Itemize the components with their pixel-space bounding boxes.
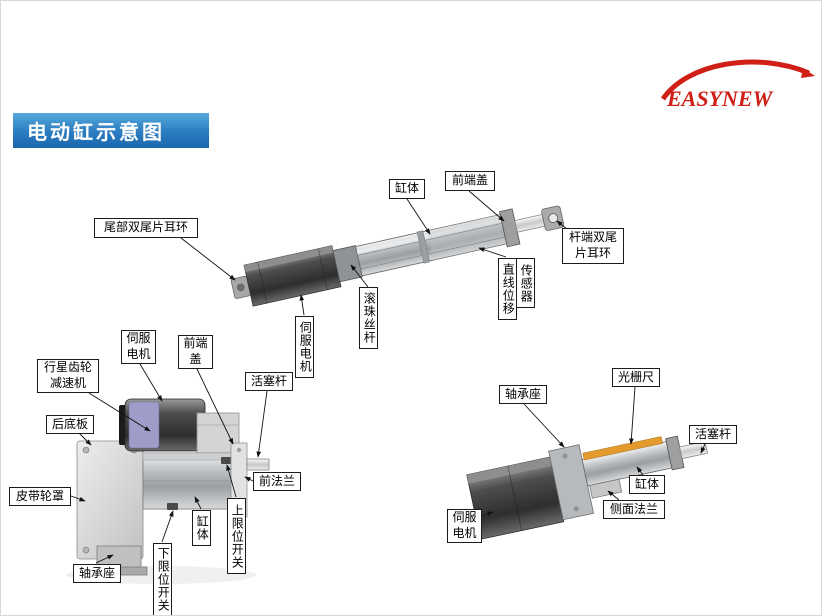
label-ball-screw: 滚珠丝杆: [359, 287, 378, 349]
label-cylinder-body-bottom-left: 缸体: [192, 510, 211, 546]
label-servo-motor-bottom-right: 伺服电机: [447, 509, 482, 543]
label-front-end-cap-top: 前端盖: [445, 171, 495, 191]
label-bearing-seat-bottom-right: 轴承座: [499, 385, 547, 404]
label-sensor: 传感器: [516, 258, 535, 308]
label-side-flange: 侧面法兰: [603, 500, 665, 519]
logo-swoosh-tip: [801, 68, 815, 78]
label-bearing-seat-bottom-left: 轴承座: [73, 564, 121, 583]
label-cylinder-body-top: 缸体: [389, 179, 425, 199]
logo-text: EASYNEW: [666, 86, 774, 111]
label-front-flange: 前法兰: [253, 472, 301, 491]
label-front-end-cap-bottom-left: 前端盖: [178, 335, 213, 369]
label-lower-limit-switch: 下限位开关: [153, 543, 172, 615]
bottom-left-cylinder-figure: [66, 398, 270, 584]
bottom-right-cylinder-figure: [466, 435, 709, 540]
label-rod-end-double-clevis: 杆端双尾片耳环: [562, 228, 624, 264]
label-cylinder-body-bottom-right: 缸体: [629, 475, 665, 494]
logo-swoosh: [660, 59, 810, 101]
label-rear-double-clevis: 尾部双尾片耳环: [94, 218, 198, 238]
label-grating-ruler: 光栅尺: [612, 368, 660, 387]
label-servo-motor-bottom-left: 伺服电机: [121, 330, 156, 364]
label-rear-base-plate: 后底板: [46, 415, 94, 434]
page-title-banner: 电动缸示意图: [13, 113, 209, 148]
label-linear-displacement: 直线位移: [498, 258, 517, 320]
label-upper-limit-switch: 上限位开关: [227, 498, 246, 574]
top-cylinder-figure: [230, 205, 565, 307]
label-servo-motor-top: 伺服电机: [295, 316, 314, 378]
label-planetary-gear-reducer: 行星齿轮减速机: [37, 359, 99, 393]
easynew-logo: EASYNEW: [660, 59, 815, 111]
label-piston-rod-bottom-left: 活塞杆: [245, 372, 293, 391]
label-piston-rod-bottom-right: 活塞杆: [689, 425, 737, 444]
label-belt-pulley-cover: 皮带轮罩: [9, 487, 71, 506]
